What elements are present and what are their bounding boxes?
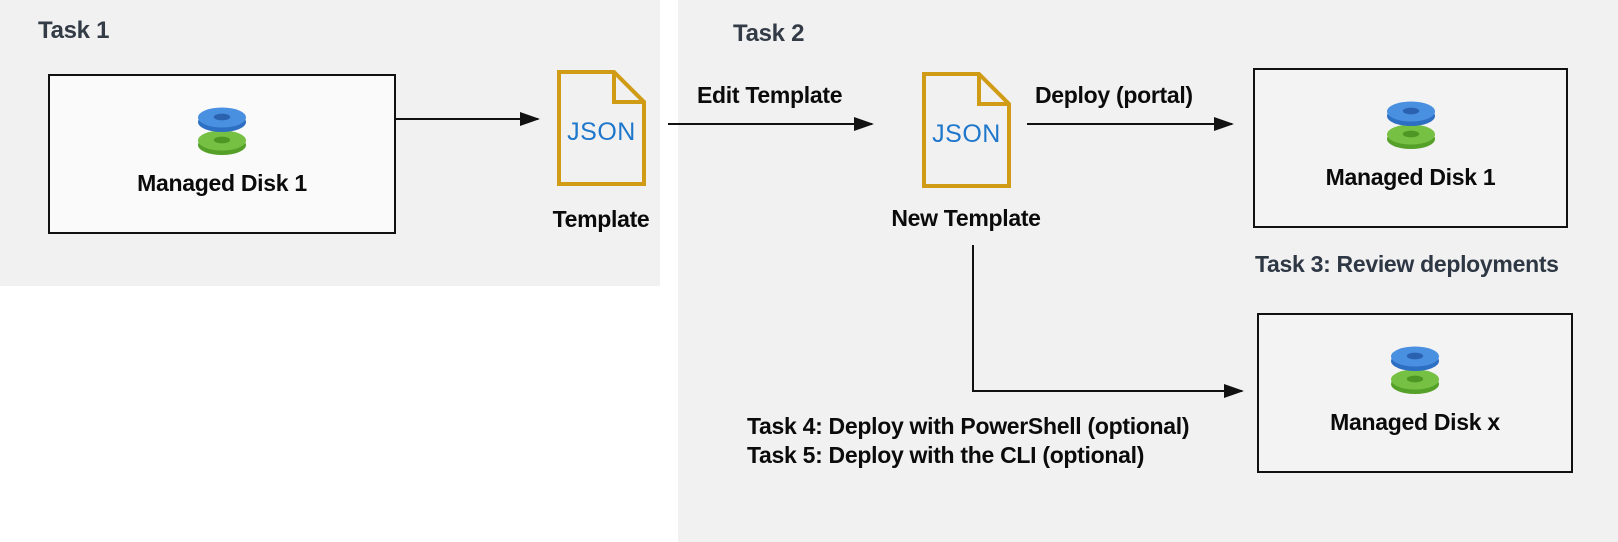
template-json-file-icon: JSON — [555, 68, 648, 188]
json-doc-outline — [922, 72, 1011, 188]
managed-disk-1-label: Managed Disk 1 — [1325, 164, 1496, 190]
managed-disk-1-deployed-box: Managed Disk 1 — [1253, 68, 1568, 228]
managed-disk-1-source-box: Managed Disk 1 — [48, 74, 396, 234]
managed-disk-1-label: Managed Disk 1 — [137, 170, 307, 196]
task4-annotation-line: Task 4: Deploy with PowerShell (optional… — [747, 413, 1190, 439]
task5-annotation-line: Task 5: Deploy with the CLI (optional) — [747, 442, 1145, 468]
task1-header: Task 1 — [38, 17, 110, 44]
task3-header: Task 3: Review deployments — [1255, 251, 1559, 277]
task45-annotation: Task 4: Deploy with PowerShell (optional… — [747, 412, 1190, 470]
managed-disk-x-label: Managed Disk x — [1330, 409, 1500, 435]
json-file-type-label: JSON — [932, 120, 1001, 148]
task2-header: Task 2 — [733, 20, 805, 47]
json-doc-outline — [557, 70, 646, 186]
managed-disk-icon — [1391, 346, 1439, 394]
managed-disk-icon — [198, 107, 246, 155]
json-file-type-label: JSON — [567, 118, 636, 146]
deploy-portal-arrow-label: Deploy (portal) — [1035, 82, 1193, 108]
managed-disk-x-box: Managed Disk x — [1257, 313, 1573, 473]
edit-template-arrow-label: Edit Template — [697, 82, 843, 108]
new-template-caption: New Template — [891, 205, 1041, 231]
template-caption: Template — [552, 206, 650, 232]
managed-disk-icon — [1386, 101, 1435, 149]
new-template-json-file-icon: JSON — [920, 70, 1013, 190]
